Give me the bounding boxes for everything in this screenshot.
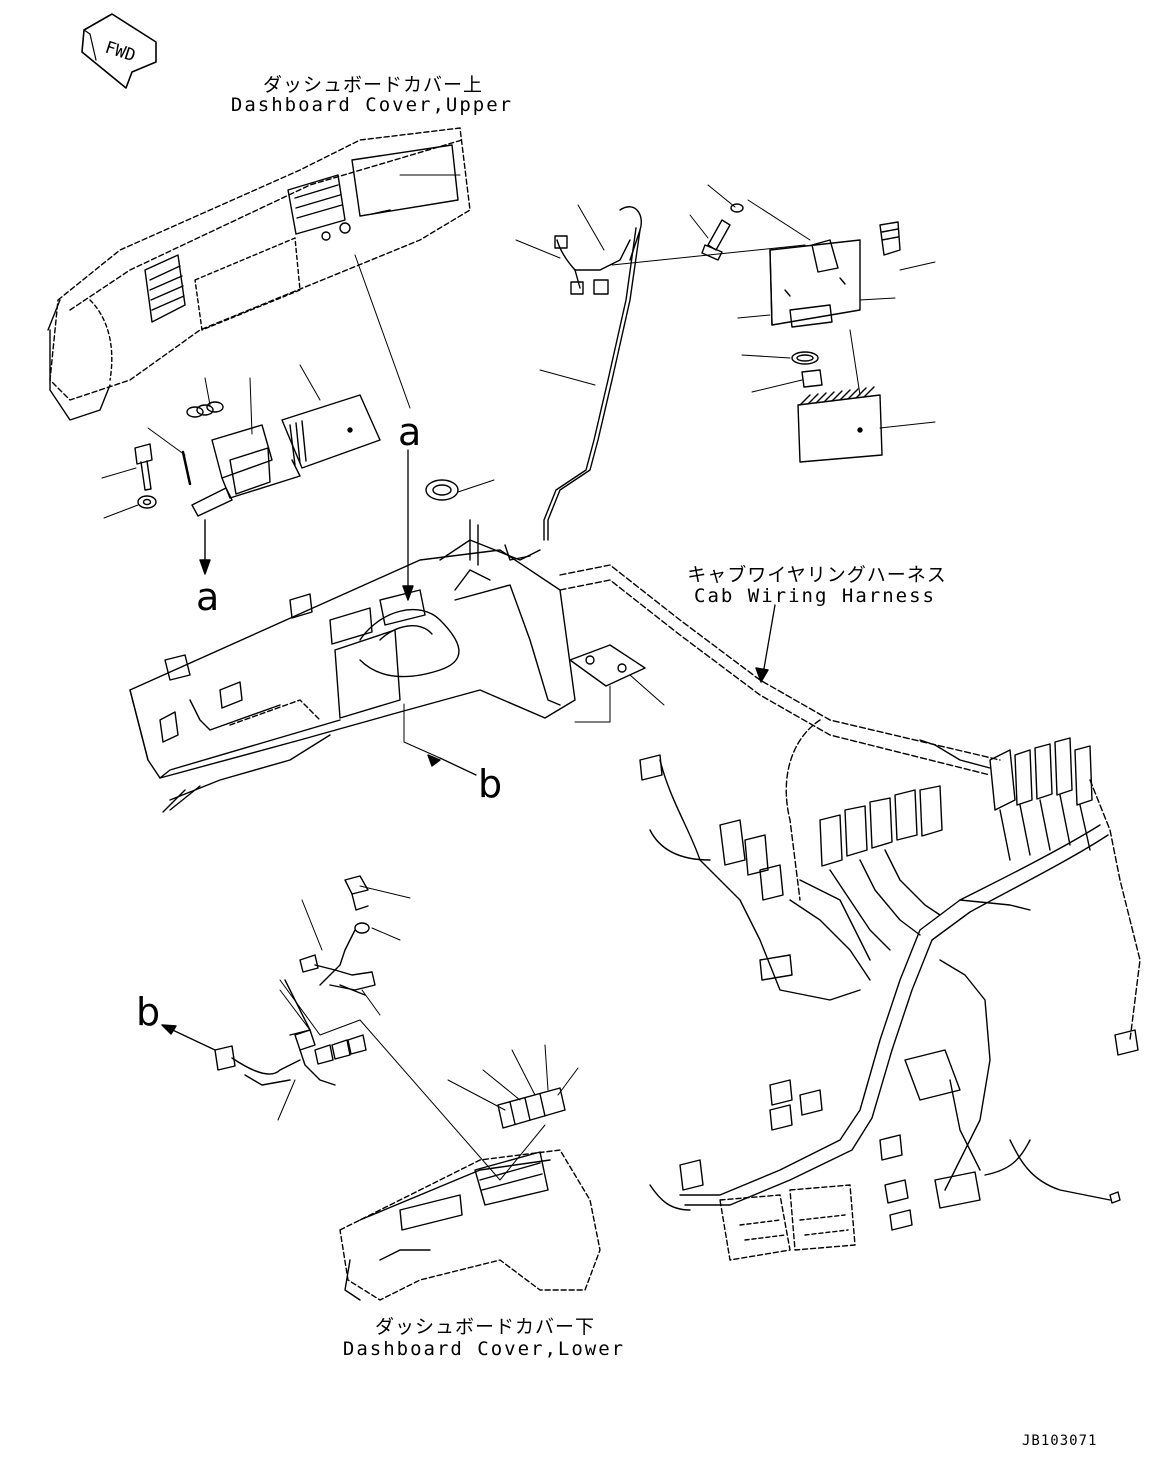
right-module-assembly [701, 203, 901, 463]
dashboard-cover-upper-drawing [47, 127, 471, 421]
reference-letter-b-frame: b [478, 762, 503, 806]
cab-wiring-harness [559, 564, 1141, 1261]
reference-letter-a-frame: a [398, 410, 422, 454]
upper-cover-label-en: Dashboard Cover,Upper [230, 94, 514, 116]
reference-letter-b-lower: b [136, 990, 161, 1034]
lower-cover-label-en: Dashboard Cover,Lower [342, 1338, 626, 1360]
fwd-arrow-icon: FWD [81, 13, 157, 89]
fwd-label: FWD [102, 38, 137, 67]
harness-label-jp: キャブワイヤリングハーネス [687, 564, 947, 586]
dashboard-frame [129, 519, 576, 813]
lower-cover-label-jp: ダッシュボードカバー下 [374, 1316, 595, 1338]
harness-label-en: Cab Wiring Harness [694, 585, 936, 607]
drawing-code: JB103071 [1022, 1433, 1098, 1449]
upper-cover-label-jp: ダッシュボードカバー上 [262, 74, 483, 96]
lower-harness-assembly [214, 875, 601, 1301]
reference-letter-a-bracket: a [196, 575, 220, 619]
sub-harness [543, 206, 806, 541]
controller-bracket-assembly [134, 394, 381, 517]
